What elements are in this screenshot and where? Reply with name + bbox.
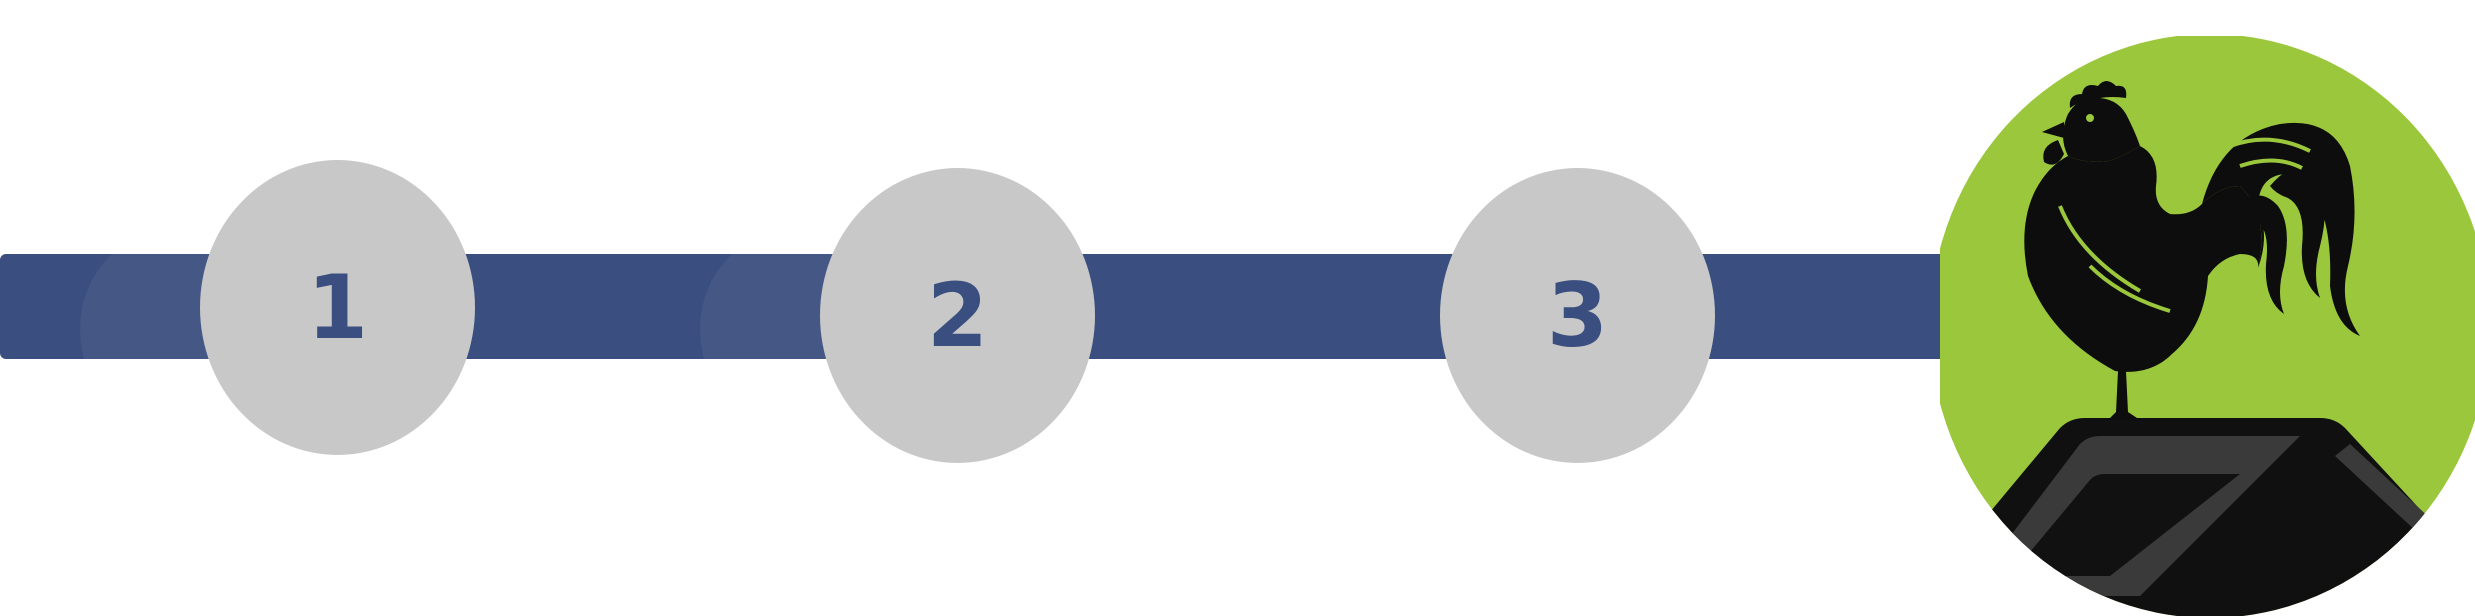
rooster-comb: [2069, 81, 2127, 108]
rooster-tail: [2202, 122, 2360, 337]
rooster-emblem: [1940, 36, 2475, 616]
step-3-number: 3: [1546, 263, 1609, 367]
step-1-number: 1: [306, 255, 369, 359]
step-2-number: 2: [926, 263, 989, 367]
rooster-body: [2024, 146, 2262, 372]
rooster-head: [2063, 97, 2140, 162]
rooster-leg: [2108, 371, 2140, 420]
step-3-circle: 3: [1440, 168, 1715, 463]
rooster-wattle: [2043, 140, 2064, 165]
roof-panel-inner: [2010, 474, 2240, 576]
rooster-beak: [2042, 122, 2064, 138]
rooster-on-roof-icon: [1940, 36, 2475, 616]
rooster-tail-curl-2: [2240, 195, 2287, 314]
rooster-tail-curl: [2270, 168, 2325, 298]
step-1-circle: 1: [200, 160, 475, 455]
step-2-circle: 2: [820, 168, 1095, 463]
